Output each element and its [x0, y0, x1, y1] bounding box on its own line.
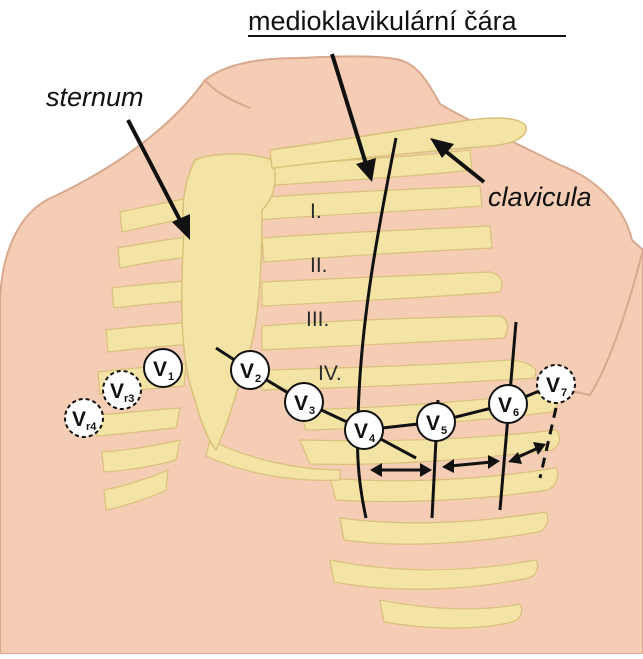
- svg-text:r4: r4: [86, 421, 97, 433]
- electrode-v7: V 7: [537, 365, 575, 403]
- svg-text:V: V: [153, 358, 167, 381]
- rib-space-label-1: I.: [310, 200, 322, 223]
- svg-text:V: V: [546, 374, 560, 397]
- svg-text:1: 1: [168, 371, 174, 383]
- electrode-v5: V 5: [417, 403, 455, 441]
- svg-text:V: V: [110, 380, 124, 403]
- svg-text:3: 3: [309, 405, 315, 417]
- svg-text:6: 6: [513, 407, 519, 419]
- electrode-v6: V 6: [489, 385, 527, 423]
- svg-text:V: V: [426, 412, 440, 435]
- midclavicular-line-label: medioklavikulární čára: [248, 6, 518, 36]
- svg-text:V: V: [498, 394, 512, 417]
- electrode-vr4: V r4: [65, 399, 103, 437]
- rib-space-label-3: III.: [306, 308, 329, 331]
- clavicula-label: clavicula: [488, 182, 592, 212]
- rib-space-label-4: IV.: [318, 362, 342, 385]
- rib-space-label-2: II.: [310, 254, 328, 277]
- svg-text:V: V: [354, 420, 368, 443]
- sternum-label: sternum: [46, 82, 144, 112]
- svg-text:r3: r3: [124, 393, 134, 405]
- svg-text:V: V: [240, 360, 254, 383]
- svg-text:V: V: [72, 408, 86, 431]
- electrode-v1: V 1: [144, 349, 182, 387]
- electrode-vr3: V r3: [103, 371, 141, 409]
- svg-text:5: 5: [441, 425, 447, 437]
- electrode-v4: V 4: [345, 411, 383, 449]
- svg-text:V: V: [294, 392, 308, 415]
- svg-text:4: 4: [369, 433, 376, 445]
- electrode-v2: V 2: [231, 351, 269, 389]
- svg-text:2: 2: [255, 373, 261, 385]
- electrode-v3: V 3: [285, 383, 323, 421]
- svg-text:7: 7: [561, 387, 567, 399]
